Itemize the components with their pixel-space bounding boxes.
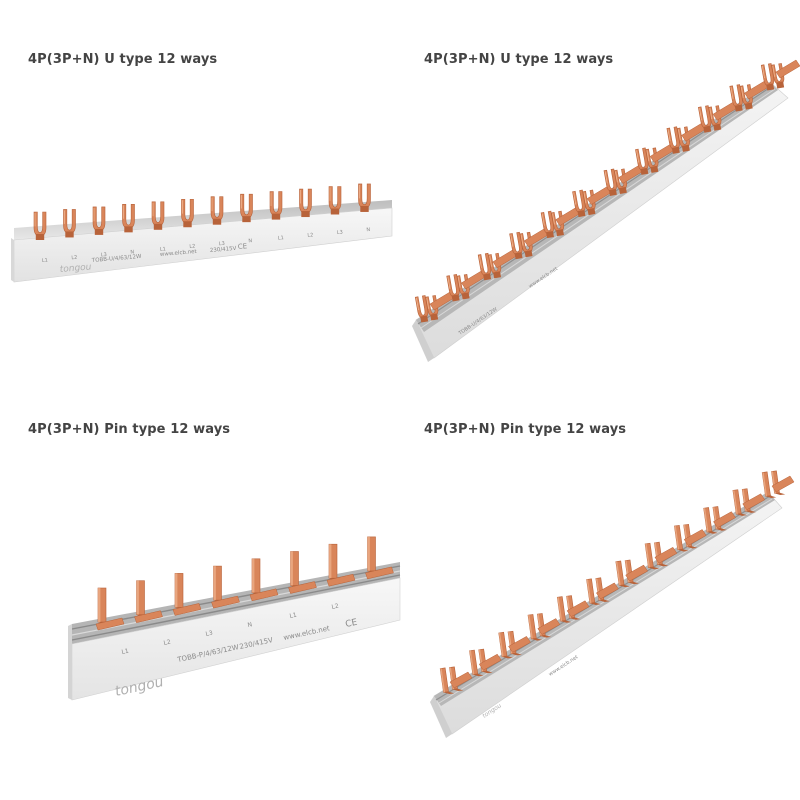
busbar-photo-pin-type-angled: tongou www.elcb.net [400,400,800,800]
busbar-u-type-angled-graphic: TOBB-U/4/63/12W www.elcb.net [412,59,800,362]
busbar-housing [415,81,789,359]
phase-label: L3 [219,241,225,247]
phase-label: L2 [163,639,172,647]
pin-terminal [761,471,777,499]
website-text: www.elcb.net [160,249,198,258]
model-text: TOBB-U/4/63/12W [91,254,143,264]
u-fork-terminal [210,196,224,225]
u-fork-terminals [414,59,800,323]
u-fork-terminal [582,189,596,216]
u-fork-terminal [729,84,743,112]
u-fork-terminal [645,147,659,173]
u-fork-terminal [269,191,283,220]
phase-label: L2 [331,603,340,611]
u-fork-terminal [456,273,470,300]
voltage-text: 230/415V [210,246,237,254]
caption-pin-type-angled: 4P(3P+N) Pin type 12 ways [424,422,627,437]
ce-mark: CE [345,618,359,630]
u-fork-terminal [299,188,312,218]
u-fork-terminal [181,198,194,228]
pin-terminal [439,667,455,695]
ce-mark: CE [237,242,247,251]
phase-label: L2 [307,232,313,238]
brand-logo: tongou [59,262,92,275]
caption-u-type-angled: 4P(3P+N) U type 12 ways [424,52,614,67]
u-fork-terminal [613,168,627,195]
u-fork-terminal [240,193,253,223]
pin-terminal [556,596,572,623]
u-fork-terminal [697,105,712,133]
phase-label: L1 [278,235,284,241]
phase-label: L1 [289,612,298,620]
phase-label: L3 [337,230,343,236]
u-fork-terminal [540,210,554,239]
pin-terminal [586,578,601,605]
u-fork-terminal [122,204,135,233]
u-fork-terminal [676,126,690,152]
u-fork-terminal [771,63,785,89]
pin-terminal [615,560,630,588]
u-fork-terminal [425,295,439,321]
u-fork-terminal [760,63,775,91]
u-fork-terminal [151,201,165,230]
u-fork-terminals [33,183,371,240]
phase-label: L3 [205,630,214,638]
u-fork-terminal [519,231,533,258]
pin-terminal [644,542,660,570]
busbar-photo-u-type-angled: TOBB-U/4/63/12W www.elcb.net [400,0,800,400]
pin-terminals [95,536,394,631]
u-fork-terminal [488,252,502,279]
u-fork-terminal [509,231,523,260]
busbar-end-cap [412,320,434,362]
u-fork-terminal [63,209,76,238]
pin-terminals [439,470,795,695]
pin-terminal [469,649,484,677]
busbar-end-cap [68,624,72,700]
phase-label: L2 [189,244,195,250]
u-fork-terminal [328,186,342,215]
busbar-top-rails [14,200,392,240]
busbar-end-cap [430,696,452,738]
u-fork-terminal [551,210,565,237]
busbar-pin-type-angled-graphic: tongou www.elcb.net [430,470,795,738]
u-fork-terminal [572,189,586,218]
u-fork-terminal [666,126,680,154]
phase-label: L1 [121,648,130,656]
phase-label: L3 [101,252,107,258]
phase-label: N [366,227,370,233]
phase-label: L1 [160,246,166,252]
u-fork-terminal [92,206,106,235]
u-fork-terminal [635,147,649,175]
u-fork-terminal [708,105,722,131]
u-fork-terminal [33,211,47,240]
busbar-end-cap [11,238,14,282]
u-fork-terminal [739,84,753,110]
pin-terminal [732,489,747,516]
u-fork-terminal [477,252,492,281]
pin-terminal [703,507,718,534]
phase-label: N [248,238,252,244]
phase-label: N [130,249,134,255]
busbar-housing [433,491,783,735]
pin-terminal [498,631,513,659]
phase-label: L2 [71,255,77,261]
caption-u-type-front: 4P(3P+N) U type 12 ways [28,52,218,67]
caption-pin-type-closeup: 4P(3P+N) Pin type 12 ways [28,422,231,437]
u-fork-terminal [603,168,617,197]
pin-terminal [527,614,543,641]
pin-terminal [674,525,689,552]
u-fork-terminal [414,295,429,323]
u-fork-terminal [446,274,460,302]
phase-label: L1 [42,258,48,264]
u-fork-terminal [358,183,371,212]
phase-label: N [247,621,253,629]
